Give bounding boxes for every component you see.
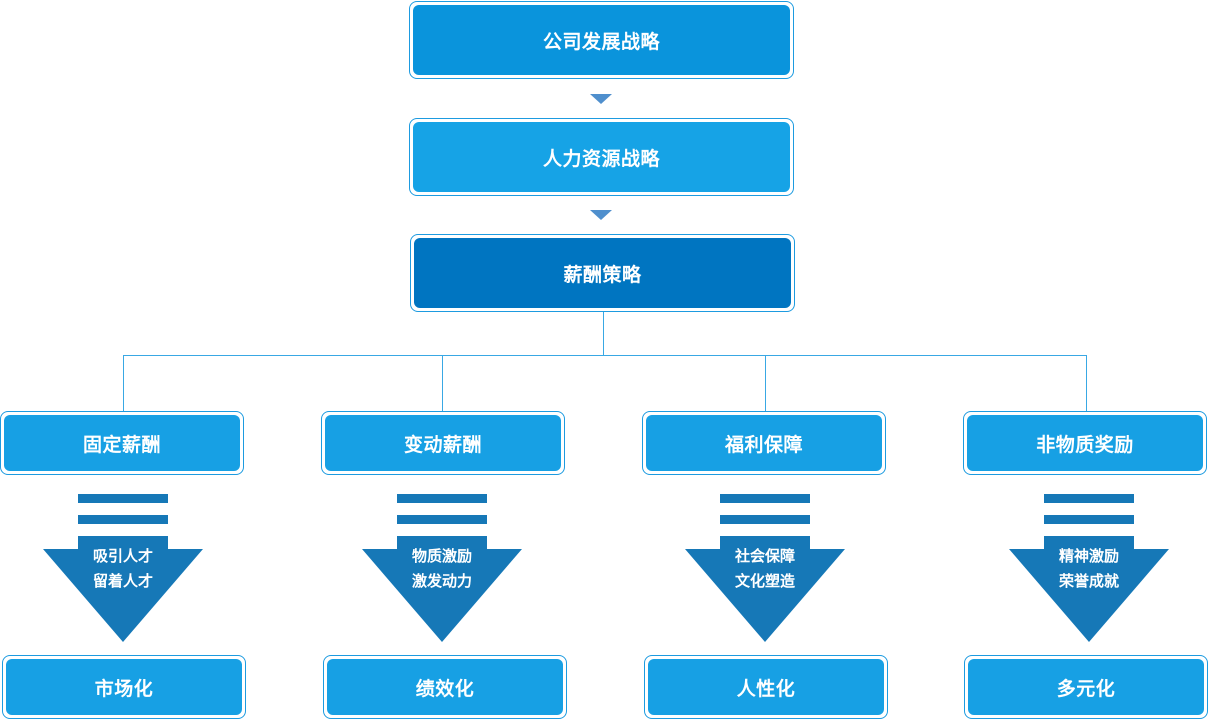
detail-line-2: 留着人才: [92, 572, 153, 590]
category-node-welfare: 福利保障: [642, 411, 886, 475]
detail-line-2: 荣誉成就: [1058, 572, 1119, 590]
result-node-performance: 绩效化: [323, 655, 567, 719]
connector-horizontal: [123, 355, 1087, 356]
detail-line-1: 社会保障: [734, 547, 795, 565]
category-label: 固定薪酬: [4, 415, 240, 471]
arrow-text: 精神激励 荣誉成就: [1009, 544, 1169, 594]
arrow-text: 物质激励 激发动力: [362, 544, 522, 594]
company-strategy-node: 公司发展战略: [409, 1, 794, 79]
down-arrow-icon: 社会保障 文化塑造: [685, 494, 845, 642]
detail-line-1: 精神激励: [1058, 547, 1119, 565]
result-node-diversified: 多元化: [964, 655, 1208, 719]
detail-line-1: 物质激励: [411, 547, 472, 565]
result-node-humanized: 人性化: [644, 655, 888, 719]
down-arrow-icon: 精神激励 荣誉成就: [1009, 494, 1169, 642]
category-node-non-material: 非物质奖励: [963, 411, 1207, 475]
category-node-fixed-pay: 固定薪酬: [0, 411, 244, 475]
category-node-variable-pay: 变动薪酬: [321, 411, 565, 475]
result-label: 人性化: [648, 659, 884, 715]
detail-line-1: 吸引人才: [92, 547, 153, 565]
company-strategy-label: 公司发展战略: [413, 5, 790, 75]
detail-line-2: 文化塑造: [734, 572, 795, 590]
result-label: 多元化: [968, 659, 1204, 715]
hr-strategy-label: 人力资源战略: [413, 122, 790, 192]
connector-branch-1: [123, 355, 124, 412]
arrow-text: 社会保障 文化塑造: [685, 544, 845, 594]
hr-strategy-node: 人力资源战略: [409, 118, 794, 196]
arrow-text: 吸引人才 留着人才: [43, 544, 203, 594]
detail-line-2: 激发动力: [411, 572, 472, 590]
connector-branch-3: [765, 355, 766, 412]
down-arrow-icon: 吸引人才 留着人才: [43, 494, 203, 642]
pay-strategy-node: 薪酬策略: [410, 234, 795, 312]
down-triangle-icon: [590, 94, 612, 104]
down-arrow-icon: 物质激励 激发动力: [362, 494, 522, 642]
category-label: 非物质奖励: [967, 415, 1203, 471]
category-label: 福利保障: [646, 415, 882, 471]
pay-strategy-label: 薪酬策略: [414, 238, 791, 308]
result-node-market: 市场化: [2, 655, 246, 719]
result-label: 市场化: [6, 659, 242, 715]
result-label: 绩效化: [327, 659, 563, 715]
connector-branch-4: [1086, 355, 1087, 412]
category-label: 变动薪酬: [325, 415, 561, 471]
down-triangle-icon: [590, 210, 612, 220]
connector-branch-2: [442, 355, 443, 412]
connector-trunk: [603, 312, 604, 355]
